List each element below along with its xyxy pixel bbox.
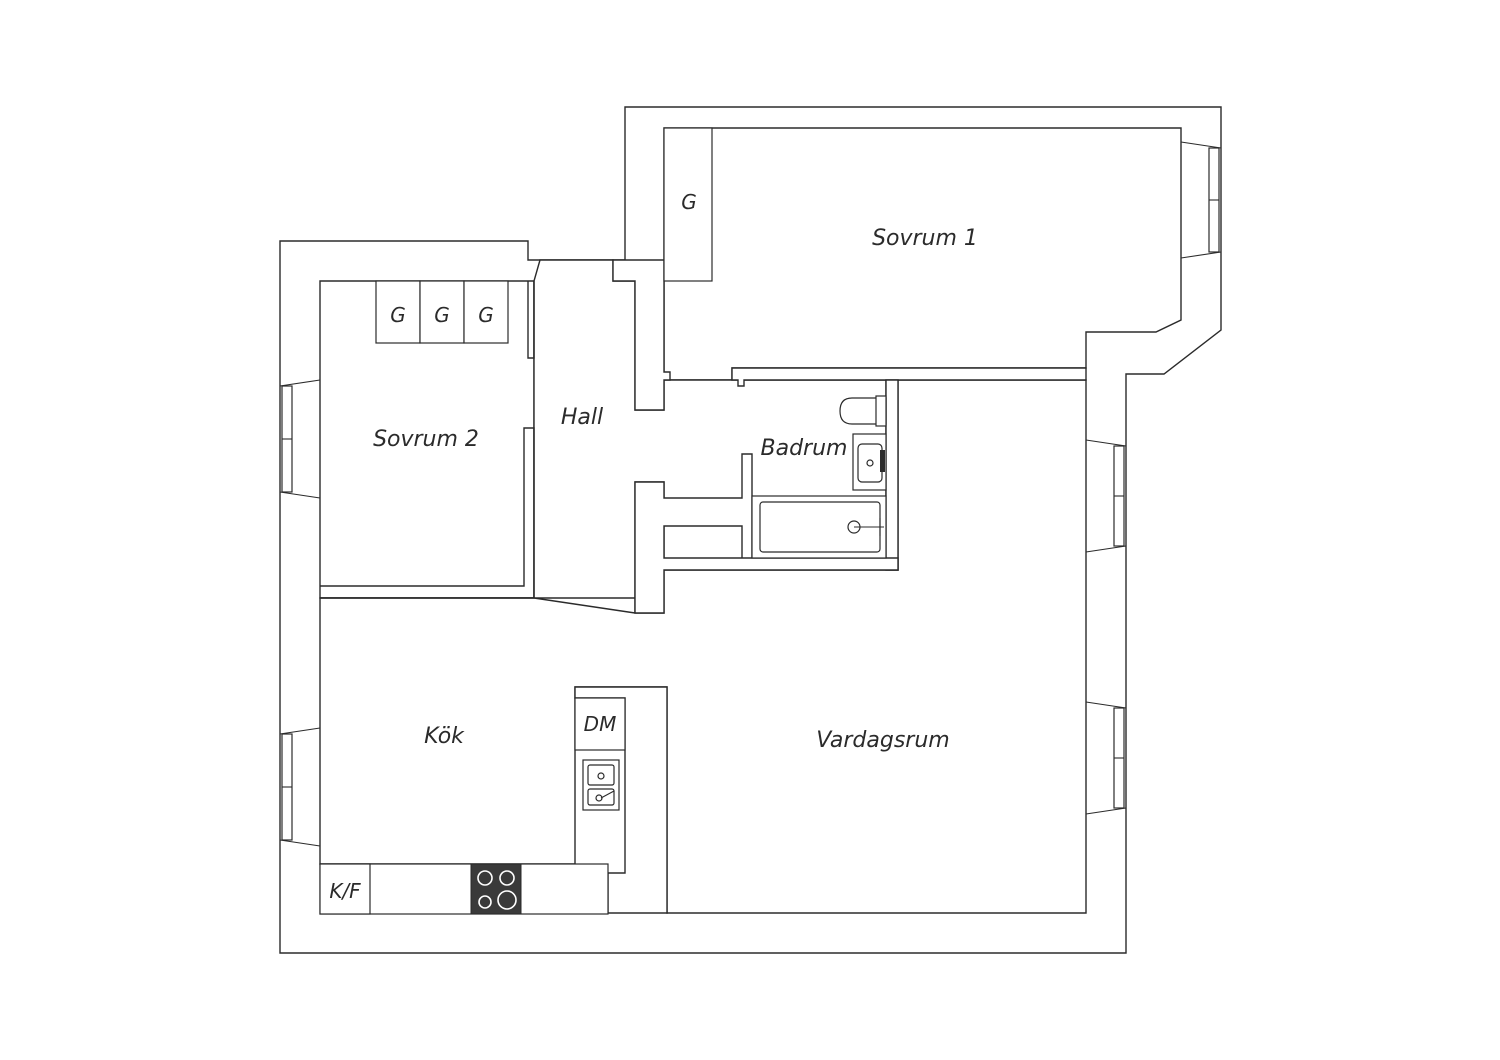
room-label-sovrum2: Sovrum 2 [373,427,479,452]
window-vardagsrum-upper [1085,439,1127,553]
toilet-icon [839,395,887,427]
fridge-freezer-label: K/F [329,879,361,903]
closet-label-2: G [434,303,450,327]
closet-3 [463,280,509,344]
closet-label-sovrum1: G [681,190,697,214]
closet-sovrum1 [663,127,713,282]
hob-icon [470,863,522,915]
dishwasher-label: DM [584,712,617,736]
kitchen-sink-icon [582,759,620,811]
room-label-badrum: Badrum [761,436,848,461]
window-sovrum2 [279,379,321,499]
closet-1 [375,280,421,344]
room-label-hall: Hall [561,405,603,430]
room-label-vardagsrum: Vardagsrum [816,728,949,753]
closet-label-3: G [478,303,494,327]
dishwasher [574,697,626,751]
fridge-freezer [319,863,371,915]
room-label-sovrum1: Sovrum 1 [872,226,978,251]
window-kok [279,727,321,847]
closet-label-1: G [390,303,406,327]
window-sovrum1 [1180,141,1222,259]
room-label-kok: Kök [424,724,465,749]
window-vardagsrum-lower [1085,701,1127,815]
bathroom-sink-icon [852,433,887,491]
bathtub-icon [751,495,887,559]
